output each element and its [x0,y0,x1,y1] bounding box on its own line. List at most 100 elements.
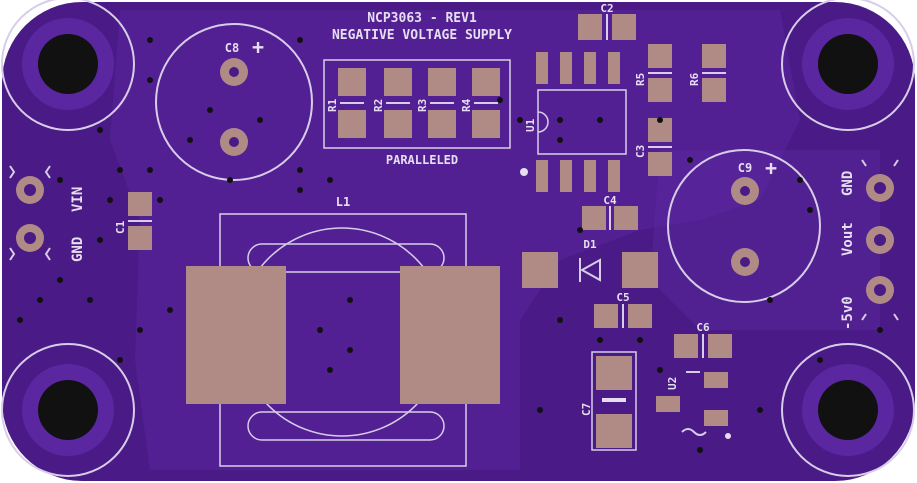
via-icon [297,187,303,193]
c1-label: C1 [114,220,127,234]
c4-label: C4 [603,194,617,207]
header-label-vout: Vout [840,222,856,256]
via-icon [657,117,663,123]
via-icon [597,337,603,343]
via-icon [167,307,173,313]
via-icon [137,327,143,333]
via-icon [257,117,263,123]
capacitor-c7: C7 [580,351,637,451]
board-title: NCP3063 - REV1 [367,11,477,26]
r1-label: R1 [326,98,339,112]
via-icon [297,167,303,173]
c9-plus-sign: + [765,156,777,180]
u2-label: U2 [666,377,679,390]
via-icon [497,97,503,103]
via-icon [107,197,113,203]
r2-label: R2 [372,99,385,112]
resistor-r5: R5 [634,44,672,102]
capacitor-c1: C1 [114,192,152,250]
via-icon [57,177,63,183]
via-icon [347,347,353,353]
via-icon [17,317,23,323]
capacitor-c4: C4 [582,194,638,230]
r3-label: R3 [416,99,429,112]
paralleled-label: PARALLELED [386,153,458,167]
mounting-hole-icon [818,34,878,94]
via-icon [147,167,153,173]
mounting-hole-icon [818,380,878,440]
via-icon [797,177,803,183]
via-icon [87,297,93,303]
chip-u2: U2 [656,371,731,439]
via-icon [557,317,563,323]
header-label-vin: VIN [70,187,86,212]
board-subtitle: NEGATIVE VOLTAGE SUPPLY [332,28,512,43]
header-label-neg5: -5v0 [840,296,856,330]
c8-plus-sign: + [252,35,264,59]
diode-d1: D1 [522,238,658,288]
resistor-bank: R1 R2 R3 R4 PARALLELED [323,59,511,167]
via-icon [97,127,103,133]
via-icon [347,297,353,303]
capacitor-c9: C9 + [667,149,821,303]
via-icon [117,167,123,173]
capacitor-c2: C2 [578,2,636,40]
c2-label: C2 [600,2,613,15]
r4-label: R4 [460,98,473,112]
via-icon [657,367,663,373]
via-icon [117,357,123,363]
via-icon [37,297,43,303]
via-icon [57,277,63,283]
u1-label: U1 [524,118,537,132]
chip-u1: U1 [520,52,627,192]
via-icon [187,137,193,143]
r6-label: R6 [688,72,701,86]
via-icon [227,177,233,183]
via-icon [877,327,883,333]
copper-pour-right [650,150,880,330]
via-icon [637,337,643,343]
c9-label: C9 [738,161,752,175]
inductor-l1: L1 [186,195,500,467]
d1-label: D1 [583,238,597,251]
c7-label: C7 [580,403,593,416]
c6-label: C6 [696,321,710,334]
via-icon [687,157,693,163]
via-icon [157,197,163,203]
capacitor-c3: C3 [634,118,672,176]
via-icon [147,37,153,43]
resistor-r6: R6 [688,44,726,102]
via-icon [697,447,703,453]
pin-header-input: GND VIN [9,165,86,262]
via-icon [817,357,823,363]
via-icon [537,407,543,413]
via-icon [557,137,563,143]
r5-label: R5 [634,73,647,86]
c3-label: C3 [634,145,647,158]
via-icon [767,297,773,303]
header-label-gnd-left: GND [70,237,86,262]
via-icon [147,77,153,83]
l1-label: L1 [336,195,350,209]
via-field [17,37,883,453]
via-icon [327,177,333,183]
mounting-hole-icon [38,380,98,440]
via-icon [297,37,303,43]
via-icon [207,107,213,113]
pin-header-output: GND Vout -5v0 [840,159,899,330]
mounting-hole-top-right [781,0,915,131]
via-icon [97,237,103,243]
mounting-hole-icon [38,34,98,94]
capacitor-c8: C8 + [155,23,313,181]
c5-label: C5 [616,291,629,304]
capacitor-c6: C6 [674,321,732,358]
via-icon [327,367,333,373]
mounting-hole-bottom-left [1,343,135,477]
mounting-hole-bottom-right [781,343,915,477]
capacitor-c5: C5 [594,291,652,328]
via-icon [577,227,583,233]
c8-label: C8 [225,41,239,55]
via-icon [517,117,523,123]
via-icon [557,117,563,123]
